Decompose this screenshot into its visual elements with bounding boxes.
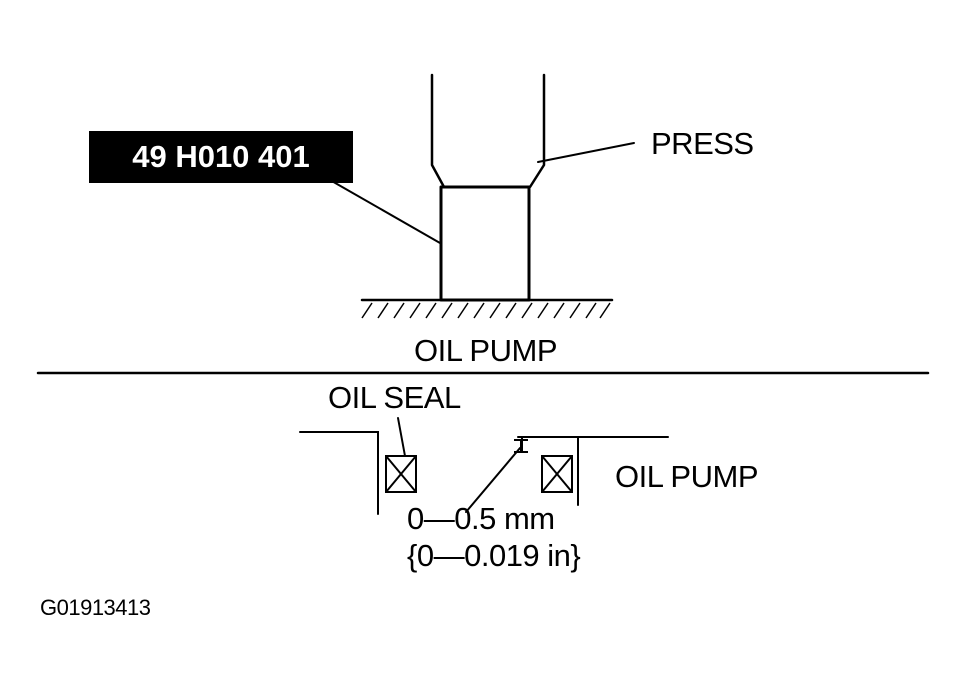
lower-oil-pump-label: OIL PUMP (615, 459, 759, 494)
upper-oil-pump-label: OIL PUMP (414, 333, 558, 368)
tool-number-box: 49 H010 401 (89, 131, 353, 183)
tool-number-label: 49 H010 401 (132, 139, 310, 174)
oil-seal-leader (397, 417, 406, 457)
depth-leader (465, 447, 521, 513)
installer-tool (439, 185, 531, 302)
depth-indicator (514, 439, 528, 453)
oil-seal-right (541, 455, 573, 493)
press-leader (537, 142, 635, 163)
spec-mm-label: 0—0.5 mm (407, 501, 555, 536)
oil-seal-label: OIL SEAL (328, 380, 461, 415)
pump-bore-outline (299, 431, 379, 515)
oil-seal-left (385, 455, 417, 493)
tool-leader (329, 179, 441, 244)
press-ram (430, 73, 546, 189)
spec-in-label: {0—0.019 in} (407, 538, 581, 573)
figure-code: G01913413 (40, 595, 151, 620)
press-label: PRESS (651, 126, 754, 161)
surface-hatching (361, 302, 611, 319)
